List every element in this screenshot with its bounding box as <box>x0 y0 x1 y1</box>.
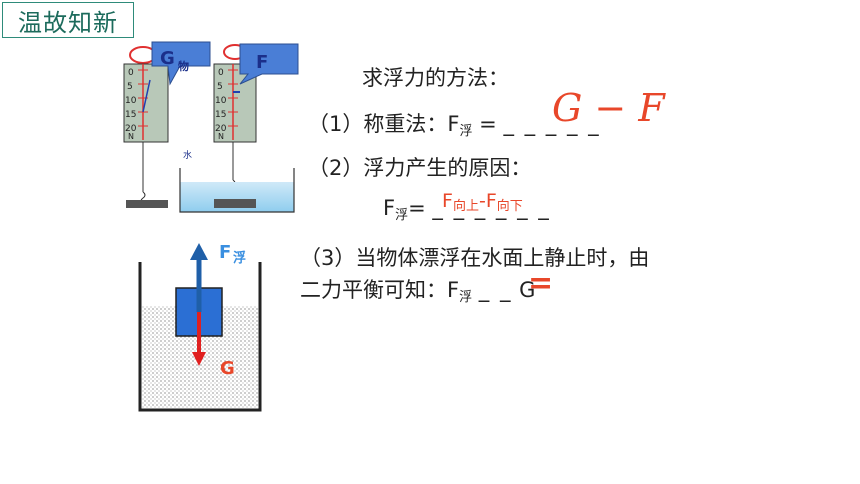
answer-1: G − F <box>552 86 665 130</box>
method-3-line1: （3）当物体漂浮在水面上静止时，由 <box>300 246 650 270</box>
answer-blank-2: _ _ _ _ _ _ <box>432 196 551 220</box>
scale-tick-15: 15 <box>125 110 136 120</box>
callout-bubble-g <box>151 41 211 86</box>
scale2-tick-15: 15 <box>215 110 226 120</box>
method-1: （1）称重法：F浮 = _ _ _ _ _ <box>308 108 601 139</box>
page-title: 温故知新 <box>18 8 118 37</box>
scale2-tick-5: 5 <box>217 82 223 92</box>
scale2-tick-0: 0 <box>218 68 224 78</box>
method-2-sub: 浮 <box>395 208 409 223</box>
floating-beaker <box>138 243 262 412</box>
scale-tick-10: 10 <box>125 96 137 106</box>
title-box: 温故知新 <box>2 2 134 38</box>
arrow-down-icon <box>192 352 206 366</box>
water-tank <box>179 168 295 213</box>
answer-2-dash: - <box>478 190 486 212</box>
answer-2-b-sub: 向下 <box>496 199 523 214</box>
scale2-tick-10: 10 <box>215 96 227 106</box>
method-3-prefix: 二力平衡可知：F <box>300 278 460 302</box>
arrow-up-icon <box>190 243 208 260</box>
scale-tick-5: 5 <box>127 82 133 92</box>
method-1-sub: 浮 <box>459 124 473 139</box>
method-3-line2: 二力平衡可知：F浮 _ _ G <box>300 274 536 305</box>
bubble-g-sub: 物 <box>178 59 189 73</box>
answer-blank-3: _ _ <box>478 278 513 302</box>
answer-2-b: F <box>485 190 497 212</box>
answer-2-a-sub: 向上 <box>452 199 479 214</box>
method-2-eq: = <box>408 196 426 220</box>
force-up-label: F <box>219 242 231 263</box>
answer-blank-1: _ _ _ _ _ <box>503 112 601 136</box>
scale-tick-0: 0 <box>128 68 134 78</box>
method-1-eq: = <box>479 112 497 136</box>
scale2-tick-20: 20 <box>215 124 227 134</box>
method-1-prefix: （1）称重法：F <box>308 112 460 136</box>
bubble-f-label: F <box>256 52 268 73</box>
answer-2: F向上-F向下 <box>442 190 523 214</box>
method-3-sub: 浮 <box>459 290 473 305</box>
scale-tick-20: 20 <box>125 124 137 134</box>
method-3-suffix: G <box>519 278 536 302</box>
method-2-formula: F浮= _ _ _ _ _ _ <box>383 196 551 223</box>
answer-2-a: F <box>442 190 453 212</box>
callout-bubble-f <box>239 43 299 85</box>
force-up-sub: 浮 <box>233 250 246 266</box>
scale-tick-n: N <box>128 132 134 141</box>
method-2: （2）浮力产生的原因： <box>308 156 532 180</box>
force-down-label: G <box>220 358 235 379</box>
scale2-tick-n: N <box>218 132 224 141</box>
water-label: 水 <box>183 149 192 161</box>
answer-3: = <box>528 266 554 301</box>
bubble-g-label: G <box>160 48 175 69</box>
methods-heading: 求浮力的方法： <box>362 66 509 90</box>
spring-scale-left <box>123 46 169 208</box>
method-2-f: F <box>383 196 396 220</box>
